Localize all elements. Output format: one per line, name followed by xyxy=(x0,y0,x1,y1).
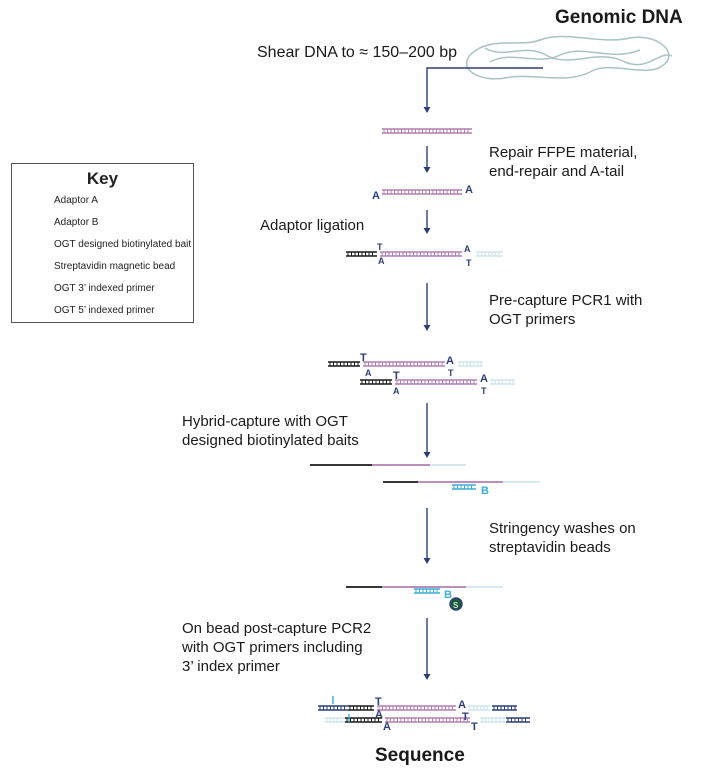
final-row1-a: A xyxy=(458,699,466,711)
key-label-bead: Streptavidin magnetic bead xyxy=(54,261,176,272)
final-row2-insert xyxy=(385,717,470,723)
arrow-6-head xyxy=(423,674,431,680)
final-row2-t-lower: T xyxy=(471,721,478,733)
pcr1-row2-adaptor-a xyxy=(360,379,392,385)
genomic-dna-title: Genomic DNA xyxy=(555,7,683,28)
wash-bait-b: B xyxy=(444,589,452,601)
ligated-a-left: A xyxy=(378,256,385,266)
pcr1-row1-adaptor-b xyxy=(458,361,483,367)
key-label-adaptor-a: Adaptor A xyxy=(54,195,98,206)
key-label-primer-3: OGT 3’ indexed primer xyxy=(54,283,155,294)
final-row2-primer-left xyxy=(325,717,345,723)
ligated-adaptor-b xyxy=(476,251,503,257)
ligated-t-left: T xyxy=(377,242,383,252)
final-row2-a-lower: A xyxy=(383,721,391,733)
hybrid-bait xyxy=(452,484,476,490)
shear-connector xyxy=(426,67,543,108)
final-row2-t: T xyxy=(462,711,469,723)
final-row1-adaptor-a xyxy=(348,705,374,711)
pcr1-row1-a: A xyxy=(446,355,454,367)
final-row2-adaptor-a xyxy=(345,717,382,723)
final-row1-insert xyxy=(377,705,456,711)
genomic-dna-tangle xyxy=(465,35,673,80)
final-row2-adaptor-b xyxy=(480,717,505,723)
ligation-step-label: Adaptor ligation xyxy=(260,217,365,234)
pcr1-row1-t: T xyxy=(360,352,367,364)
a-tail-right: A xyxy=(465,184,473,196)
dna-fragment xyxy=(382,128,472,134)
precapture-step-label: Pre-capture PCR1 with OGT primers xyxy=(489,292,643,328)
final-row1-primer-right xyxy=(492,705,517,711)
wash-bead xyxy=(449,597,463,611)
wash-bait xyxy=(414,588,440,594)
arrow-1-head xyxy=(423,167,431,173)
key-legend: Key Adaptor A Adaptor B OGT designed bio… xyxy=(11,163,194,323)
arrow-5-head xyxy=(423,558,431,564)
final-row1-t: T xyxy=(375,696,382,708)
pcr1-row2-t-lower: T xyxy=(481,386,487,396)
final-row2-a: A xyxy=(375,709,383,721)
pcr1-row2-a-lower: A xyxy=(393,386,400,396)
pcr1-row1-a-lower: A xyxy=(365,368,372,378)
a-tailed-fragment xyxy=(382,189,462,195)
arrow-2-head xyxy=(423,228,431,234)
ligated-a-right: A xyxy=(464,244,471,254)
pcr1-row2-t: T xyxy=(393,370,400,382)
pcr1-row1-t-lower: T xyxy=(448,368,454,378)
pcr1-row1-insert xyxy=(363,361,445,367)
hybrid-step-label: Hybrid-capture with OGT designed biotiny… xyxy=(182,413,359,449)
postcapture-step-label: On bead post-capture PCR2 with OGT prime… xyxy=(182,620,372,675)
final-row1-primer-left xyxy=(318,705,348,711)
key-title: Key xyxy=(86,169,119,188)
ligated-adaptor-a xyxy=(346,251,377,257)
key-label-adaptor-b: Adaptor B xyxy=(54,217,99,228)
sequence-title: Sequence xyxy=(375,745,465,766)
key-label-primer-5: OGT 5’ indexed primer xyxy=(54,305,155,316)
final-row2-primer-right xyxy=(506,717,530,723)
pcr1-row1-adaptor-a xyxy=(328,361,360,367)
arrow-3-head xyxy=(423,325,431,331)
hybrid-bait-b: B xyxy=(481,485,489,497)
a-tail-left: A xyxy=(372,190,380,202)
wash-bead-s: S xyxy=(453,601,459,610)
ligated-insert xyxy=(380,251,462,257)
ligated-t-right: T xyxy=(466,258,472,268)
shear-connector-head xyxy=(423,107,431,113)
shear-step-label: Shear DNA to ≈ 150–200 bp xyxy=(257,44,458,61)
pcr1-row2-adaptor-b xyxy=(490,379,515,385)
pcr1-row2-a: A xyxy=(480,373,488,385)
arrow-4-head xyxy=(423,452,431,458)
washes-step-label: Stringency washes on streptavidin beads xyxy=(489,520,636,556)
pcr1-row2-insert xyxy=(395,379,477,385)
repair-step-label: Repair FFPE material, end-repair and A-t… xyxy=(489,144,638,180)
final-row1-adaptor-b xyxy=(468,705,490,711)
key-label-bait: OGT designed biotinylated bait xyxy=(54,239,192,250)
